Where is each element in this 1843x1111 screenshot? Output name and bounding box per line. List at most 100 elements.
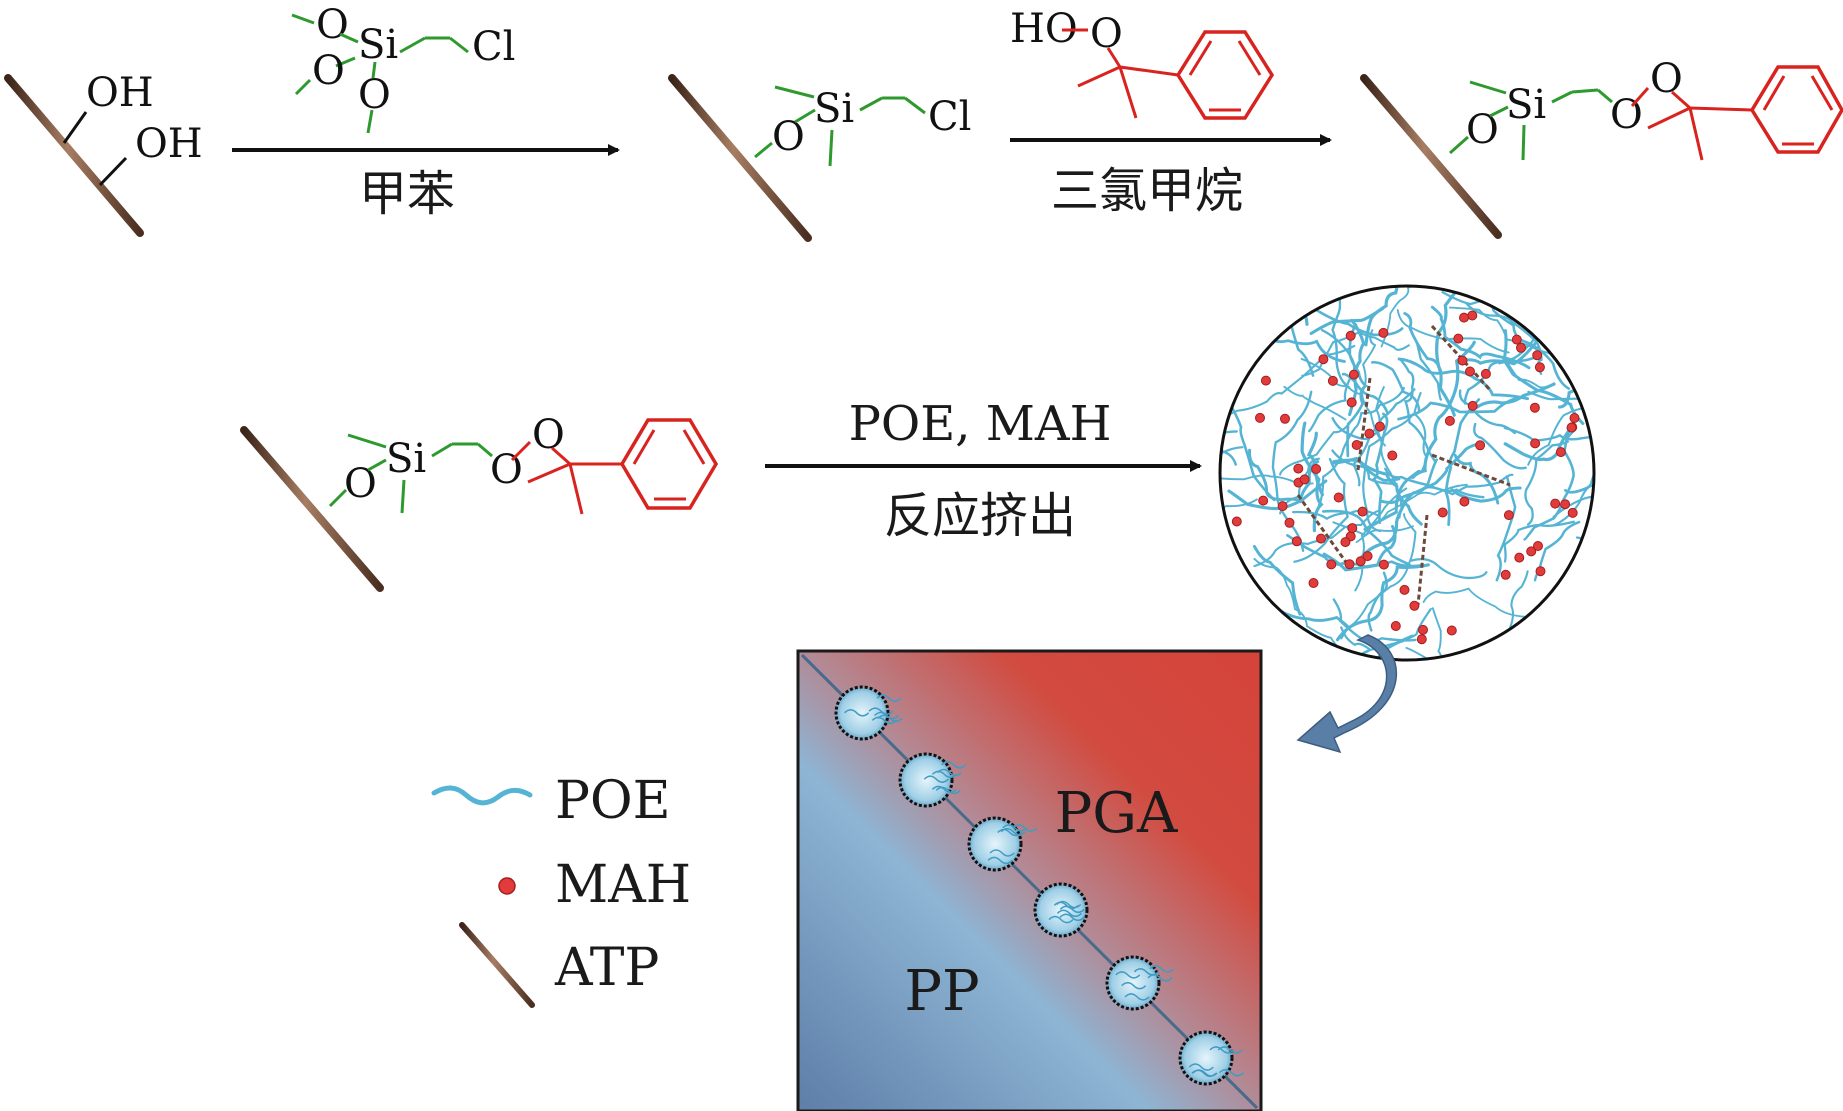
ring-double-bond bbox=[682, 429, 706, 465]
phenyl-ring bbox=[619, 418, 719, 510]
methyl-bond bbox=[1521, 124, 1526, 161]
mah-dot bbox=[1459, 312, 1469, 323]
mah-dot bbox=[1387, 450, 1398, 461]
mah-dot bbox=[1550, 498, 1561, 509]
poe-chain bbox=[1331, 449, 1398, 486]
mah-dot bbox=[1293, 463, 1304, 474]
poe-chain bbox=[1430, 305, 1531, 370]
poe-chain bbox=[1279, 422, 1351, 476]
oh-label: OH bbox=[86, 70, 154, 116]
poe-chain bbox=[1370, 361, 1421, 414]
methyl-bond bbox=[400, 479, 406, 514]
blend-phase-square: PGA PP bbox=[796, 649, 1263, 1111]
process-label-reactive-extrusion: 反应挤出 bbox=[884, 488, 1076, 544]
mah-dot bbox=[1362, 551, 1373, 562]
poe-chain bbox=[1465, 302, 1543, 375]
poe-chain bbox=[1220, 435, 1244, 457]
mah-dot bbox=[1308, 578, 1319, 588]
mah-dot bbox=[1566, 422, 1577, 433]
methyl-bond bbox=[1647, 106, 1691, 130]
silane-reagent: O Si Cl O O bbox=[291, 2, 515, 134]
legend-label-atp: ATP bbox=[554, 938, 659, 998]
mah-dot bbox=[1465, 366, 1475, 377]
poe-chain bbox=[1503, 520, 1575, 563]
chain-bond bbox=[1597, 88, 1613, 104]
mah-dot bbox=[1467, 400, 1478, 411]
mah-dot bbox=[1374, 421, 1385, 432]
o-c-bond bbox=[551, 446, 571, 466]
legend-label-poe: POE bbox=[555, 771, 671, 831]
mah-dot bbox=[1344, 559, 1355, 570]
mah-dot bbox=[1418, 624, 1428, 635]
mah-dot bbox=[1511, 334, 1522, 345]
o-label: O bbox=[1090, 11, 1123, 57]
cl-label: Cl bbox=[472, 24, 515, 70]
atp-rod bbox=[1360, 74, 1502, 239]
ring-double-bond bbox=[1810, 75, 1834, 111]
o-si-bond bbox=[367, 458, 387, 472]
poe-chain bbox=[1364, 286, 1400, 347]
atp-rod bbox=[1416, 514, 1429, 606]
peroxide-reagent: HO O bbox=[1010, 6, 1275, 120]
mah-dot bbox=[1514, 552, 1525, 563]
poe-chain bbox=[1524, 428, 1577, 526]
poe-chain bbox=[1293, 457, 1349, 563]
mah-dot bbox=[1534, 362, 1545, 373]
legend-item-atp: ATP bbox=[459, 922, 659, 1008]
o-o-bond bbox=[1630, 87, 1650, 107]
rod-o-bond bbox=[1449, 135, 1469, 155]
poe-chain bbox=[1253, 557, 1358, 659]
curved-arrow-body bbox=[1296, 634, 1398, 754]
cl-label: Cl bbox=[928, 94, 971, 140]
poe-chain bbox=[1527, 390, 1594, 466]
poe-chain bbox=[1340, 607, 1432, 652]
mah-dot bbox=[1569, 413, 1580, 423]
phase-label-pp: PP bbox=[904, 959, 979, 1024]
mah-dot bbox=[1258, 495, 1269, 506]
mah-dot bbox=[1526, 546, 1537, 557]
methyl-bond bbox=[1688, 107, 1704, 161]
mah-dot bbox=[1291, 536, 1302, 547]
mah-dot bbox=[1457, 355, 1468, 366]
poe-chain bbox=[1220, 428, 1238, 459]
chain-bond bbox=[1551, 90, 1573, 104]
poe-chain bbox=[1300, 357, 1386, 447]
mah-dot bbox=[1364, 428, 1375, 439]
zoom-circle-border bbox=[1218, 284, 1596, 662]
chain-bond bbox=[399, 36, 426, 54]
mah-dot bbox=[1284, 517, 1295, 528]
mah-dot bbox=[1467, 310, 1478, 321]
mah-dot bbox=[1231, 516, 1242, 527]
o-label: O bbox=[312, 48, 345, 94]
phase-label-pga: PGA bbox=[1055, 781, 1178, 846]
interface-bead bbox=[834, 685, 903, 741]
poe-chain bbox=[1252, 544, 1302, 616]
phenyl-ring bbox=[1175, 30, 1275, 120]
poe-chain bbox=[1527, 356, 1594, 401]
mah-dot bbox=[1355, 556, 1366, 567]
methyl-bond bbox=[1469, 80, 1507, 95]
ring-double-bond bbox=[1762, 75, 1786, 111]
interface-bead bbox=[1033, 882, 1089, 938]
methyl-bond bbox=[1118, 66, 1138, 119]
mah-dot bbox=[1351, 440, 1362, 450]
oh-label: OH bbox=[135, 121, 203, 167]
c-ring-bond bbox=[1689, 106, 1753, 112]
poe-chain bbox=[1384, 467, 1485, 499]
mah-dot bbox=[1347, 523, 1358, 534]
mah-dot bbox=[1555, 447, 1566, 458]
mah-dot bbox=[1453, 333, 1464, 344]
mah-dot bbox=[1348, 369, 1359, 380]
si-label: Si bbox=[1506, 82, 1546, 128]
legend-item-poe: POE bbox=[431, 771, 671, 831]
methyl-bond bbox=[828, 129, 834, 167]
mah-dot bbox=[1399, 584, 1410, 595]
poe-chain bbox=[1397, 357, 1530, 401]
mah-dot bbox=[1532, 350, 1543, 361]
ring-double-bond bbox=[632, 429, 656, 465]
poe-chain bbox=[1564, 482, 1594, 501]
mah-dot bbox=[1318, 354, 1329, 365]
atp-silane-molecule: O Si Cl bbox=[668, 74, 971, 242]
mah-dot bbox=[1346, 397, 1357, 408]
